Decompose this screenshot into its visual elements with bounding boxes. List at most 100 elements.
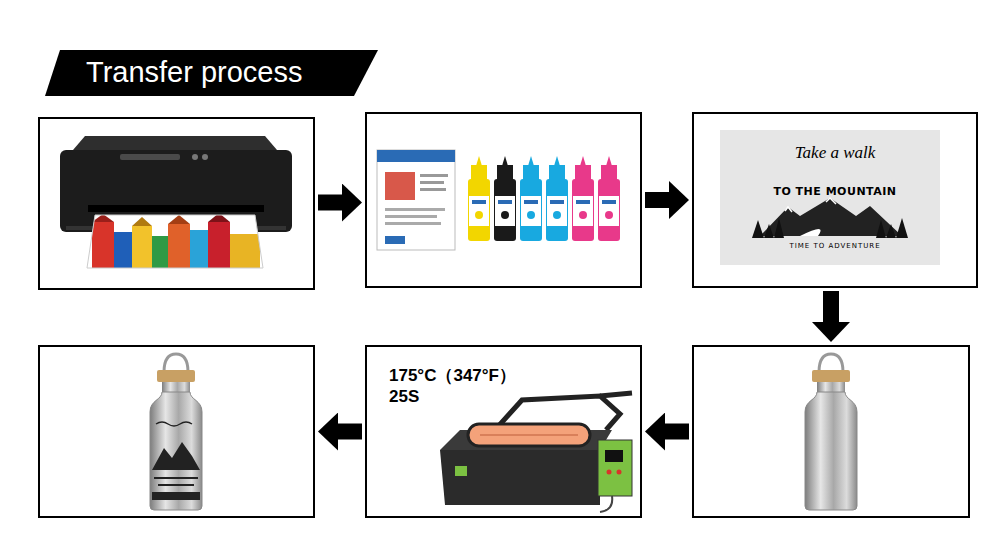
flow-arrow	[338, 424, 362, 440]
ink-bottle-part	[576, 200, 590, 204]
printed-bottle-part	[152, 492, 200, 500]
paper-and-ink-illustration-part	[420, 181, 444, 184]
ink-bottle-part	[501, 211, 509, 219]
ink-bottle-part	[579, 211, 587, 219]
paper-and-ink-illustration-part	[385, 236, 405, 244]
printed-bottle-part	[156, 422, 192, 426]
ink-bottle-part	[476, 156, 482, 166]
steel-bottle-part	[819, 354, 843, 372]
printer-illustration-part	[120, 154, 180, 160]
printed-bottle-part	[152, 442, 200, 470]
paper-and-ink-illustration-part	[385, 215, 437, 218]
design-heading-text: TO THE MOUNTAIN	[694, 185, 976, 198]
printer-illustration-part	[80, 210, 270, 270]
ink-bottle-part	[472, 200, 486, 204]
title-banner	[45, 50, 378, 96]
printer-illustration-part-part	[80, 210, 270, 270]
printer-illustration-part-part	[168, 215, 190, 224]
design-print-illustration-part-part	[886, 224, 896, 238]
ink-bottle-part	[498, 200, 512, 204]
blank-bottle-step	[692, 345, 970, 518]
ink-bottle-part	[546, 179, 568, 241]
printer-illustration-part-part	[132, 226, 152, 268]
printer-illustration-part-part	[92, 222, 114, 268]
flow-arrow	[318, 195, 342, 211]
ink-bottle-part	[497, 165, 513, 179]
printed-bottle-part	[150, 392, 202, 510]
printer-illustration-part-part	[190, 230, 208, 268]
ink-bottle-part	[573, 196, 593, 226]
printed-bottle-part	[157, 370, 195, 382]
steel-bottle-part	[817, 382, 845, 392]
printer-illustration-part	[73, 136, 277, 150]
paper-and-ink-illustration-part	[377, 150, 455, 162]
ink-bottle-part	[502, 156, 508, 166]
heat-press-illustration-part	[480, 434, 578, 436]
steel-bottle-part	[812, 370, 850, 382]
ink-bottle-part	[521, 196, 541, 226]
design-print-illustration-part-part	[764, 224, 774, 238]
ink-bottle-part	[605, 211, 613, 219]
heat-press-illustration-part	[440, 450, 600, 505]
printer-step	[38, 117, 315, 290]
design-print-illustration-part-part	[876, 220, 886, 238]
design-step: Take a walk TO THE MOUNTAIN TIME TO ADVENT…	[692, 112, 978, 288]
printer-illustration-part-part	[152, 236, 168, 268]
steel-bottle-part	[805, 392, 857, 510]
ink-bottle-part	[554, 156, 560, 166]
ink-bottle-part	[580, 156, 586, 166]
ink-bottle-part	[606, 156, 612, 166]
heat-press-illustration	[440, 393, 632, 512]
design-print-illustration-part-part	[896, 218, 908, 238]
ink-bottle-part	[602, 200, 616, 204]
ink-bottle-part	[524, 200, 538, 204]
ink-bottle-part	[549, 165, 565, 179]
ink-bottle-part	[520, 179, 542, 241]
design-script-text: Take a walk	[694, 143, 976, 163]
design-tagline-text: TIME TO ADVENTURE	[694, 242, 976, 250]
printer-illustration-part-part	[168, 224, 190, 268]
ink-bottle-part	[471, 165, 487, 179]
printer-illustration	[60, 136, 292, 270]
finished-bottle-step	[38, 345, 315, 518]
printed-bottle-part	[154, 478, 198, 485]
paper-and-ink-illustration-part	[385, 222, 441, 225]
printer-illustration-part	[202, 154, 208, 160]
heat-press-illustration-part	[605, 450, 623, 462]
printer-illustration-part-part	[208, 213, 230, 222]
heat-press-illustration-part	[600, 393, 632, 396]
design-print-illustration-part	[752, 218, 908, 238]
printed-bottle-part	[162, 382, 190, 392]
printer-illustration-part-part	[230, 234, 260, 268]
printer-illustration-part-part	[132, 217, 152, 226]
ink-bottle-part	[475, 211, 483, 219]
printer-illustration-part	[88, 205, 264, 212]
ink-bottle-part	[494, 179, 516, 241]
heat-press-illustration-part	[455, 466, 467, 476]
paper-and-ink-illustration	[377, 150, 620, 250]
paper-and-ink-illustration-part	[420, 188, 446, 191]
ink-bottle-part	[495, 196, 515, 226]
ink-bottle-part	[601, 165, 617, 179]
flow-arrow	[645, 192, 669, 208]
paper-ink-step	[365, 112, 642, 288]
ink-bottle-part	[550, 200, 564, 204]
heat-press-illustration-part	[600, 496, 612, 512]
ink-bottle-part	[469, 196, 489, 226]
heat-press-step: 175°C（347°F）25S	[365, 345, 642, 518]
ink-bottle-part	[468, 179, 490, 241]
ink-bottle-part	[575, 165, 591, 179]
flow-arrow	[823, 291, 839, 322]
ink-bottle-part	[523, 165, 539, 179]
design-print-illustration-part	[785, 198, 836, 212]
printed-bottle	[150, 354, 202, 510]
printer-illustration-part	[192, 154, 198, 160]
heat-press-illustration-part	[468, 424, 590, 446]
ink-bottle-part	[572, 179, 594, 241]
ink-bottle-part	[527, 211, 535, 219]
printed-bottle-part	[164, 354, 188, 372]
paper-and-ink-illustration-part	[385, 172, 415, 200]
design-print-illustration-part-part	[774, 218, 784, 238]
heat-press-illustration-part	[598, 440, 632, 496]
